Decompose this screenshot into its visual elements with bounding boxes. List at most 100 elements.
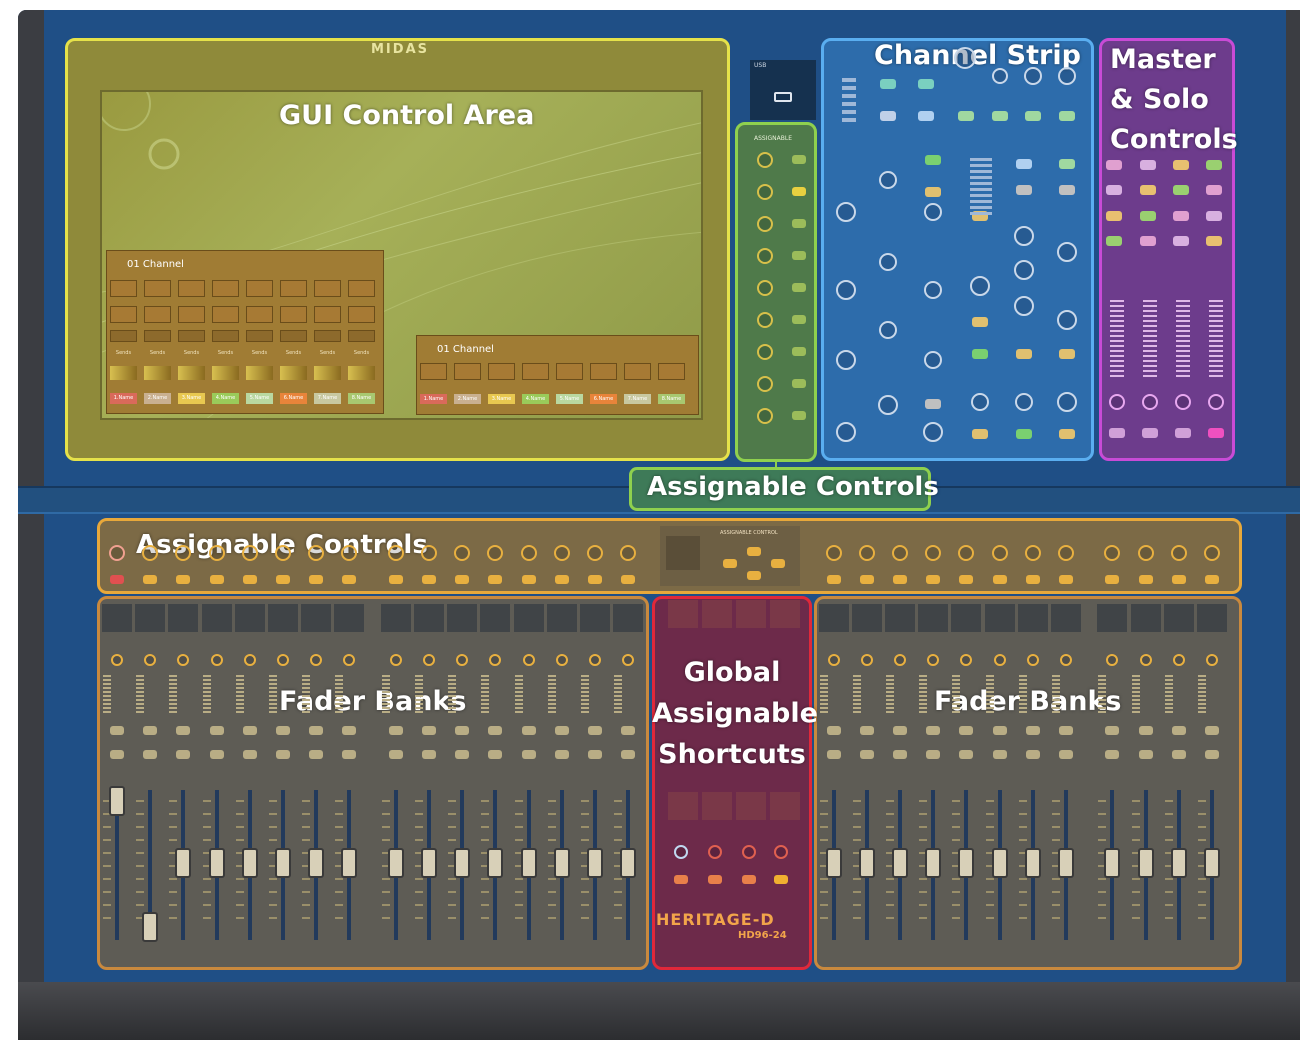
channel-fader[interactable] [421,848,437,878]
channel-strip-knob[interactable] [879,321,897,339]
master-solo-button[interactable] [1206,236,1222,246]
channel-pan-knob[interactable] [960,654,972,666]
assignable-row-knob[interactable] [388,545,404,561]
channel-fader[interactable] [1171,848,1187,878]
channel-fader[interactable] [554,848,570,878]
channel-strip-button[interactable] [972,211,988,221]
channel-strip-knob[interactable] [954,47,976,69]
channel-strip-knob[interactable] [878,395,898,415]
channel-name-chip[interactable]: 4.Name [212,393,239,404]
channel-solo-button[interactable] [522,750,536,759]
channel-name-chip[interactable]: 1.Name [420,394,447,404]
assignable-row-knob[interactable] [487,545,503,561]
shortcut-knob[interactable] [708,845,722,859]
channel-strip-knob[interactable] [1014,226,1034,246]
assignable-row-knob[interactable] [142,545,158,561]
assignable-row-button[interactable] [276,575,290,584]
channel-fader[interactable] [275,848,291,878]
channel-solo-button[interactable] [1105,750,1119,759]
channel-mute-button[interactable] [342,726,356,735]
overview-param-cell[interactable] [556,363,583,380]
assignable-row-button[interactable] [342,575,356,584]
channel-strip-button[interactable] [880,79,896,89]
channel-strip-knob[interactable] [1057,310,1077,330]
overview-param-cell[interactable] [178,280,205,297]
assignable-row-button[interactable] [827,575,841,584]
channel-pan-knob[interactable] [244,654,256,666]
master-solo-button[interactable] [1173,236,1189,246]
assignable-encoder-knob[interactable] [757,376,773,392]
assignable-row-button[interactable] [959,575,973,584]
assignable-row-button[interactable] [210,575,224,584]
assignable-row-knob[interactable] [308,545,324,561]
master-solo-button[interactable] [1206,160,1222,170]
channel-strip-knob[interactable] [1014,296,1034,316]
shortcut-button[interactable] [708,875,722,884]
channel-name-chip[interactable]: 5.Name [246,393,273,404]
channel-solo-button[interactable] [993,750,1007,759]
channel-mute-button[interactable] [243,726,257,735]
overview-param-cell[interactable] [624,363,651,380]
channel-strip-button[interactable] [880,111,896,121]
channel-strip-knob[interactable] [1057,242,1077,262]
master-solo-button[interactable] [1173,211,1189,221]
master-solo-button[interactable] [1173,185,1189,195]
channel-solo-button[interactable] [588,750,602,759]
assignable-row-button[interactable] [488,575,502,584]
channel-strip-button[interactable] [1016,429,1032,439]
channel-strip-knob[interactable] [1015,393,1033,411]
channel-name-chip[interactable]: 4.Name [522,394,549,404]
channel-pan-knob[interactable] [523,654,535,666]
channel-strip-button[interactable] [1059,185,1075,195]
channel-strip-button[interactable] [972,429,988,439]
master-solo-button[interactable] [1106,211,1122,221]
channel-fader[interactable] [925,848,941,878]
channel-fader[interactable] [826,848,842,878]
assignable-row-knob[interactable] [826,545,842,561]
channel-fader[interactable] [175,848,191,878]
channel-mute-button[interactable] [993,726,1007,735]
channel-mute-button[interactable] [959,726,973,735]
overview-param-cell[interactable] [488,363,515,380]
channel-mute-button[interactable] [176,726,190,735]
assignable-row-knob[interactable] [587,545,603,561]
assignable-encoder-knob[interactable] [757,280,773,296]
overview-param-cell[interactable] [246,280,273,297]
channel-pan-knob[interactable] [111,654,123,666]
assignable-control-nav-button[interactable] [747,571,761,580]
overview-param-cell[interactable] [314,306,341,323]
overview-param-cell[interactable] [144,280,171,297]
channel-strip-knob[interactable] [879,171,897,189]
master-level-button[interactable] [1208,428,1224,438]
channel-mute-button[interactable] [893,726,907,735]
channel-solo-button[interactable] [243,750,257,759]
shortcut-button[interactable] [742,875,756,884]
overview-param-cell[interactable] [212,280,239,297]
overview-param-cell[interactable] [212,306,239,323]
assignable-row-knob[interactable] [421,545,437,561]
shortcut-button[interactable] [774,875,788,884]
assignable-row-button[interactable] [893,575,907,584]
assignable-row-knob[interactable] [1171,545,1187,561]
assignable-encoder-knob[interactable] [757,248,773,264]
channel-strip-knob[interactable] [923,422,943,442]
channel-strip-knob[interactable] [970,276,990,296]
channel-mute-button[interactable] [276,726,290,735]
channel-fader[interactable] [487,848,503,878]
assignable-row-knob[interactable] [275,545,291,561]
channel-solo-button[interactable] [1172,750,1186,759]
channel-mute-button[interactable] [621,726,635,735]
overview-param-cell[interactable] [420,363,447,380]
channel-mute-button[interactable] [522,726,536,735]
master-level-button[interactable] [1175,428,1191,438]
assignable-encoder-knob[interactable] [757,152,773,168]
channel-mute-button[interactable] [1139,726,1153,735]
master-level-knob[interactable] [1175,394,1191,410]
channel-pan-knob[interactable] [390,654,402,666]
overview-param-cell[interactable] [314,280,341,297]
channel-pan-knob[interactable] [556,654,568,666]
assignable-row-button[interactable] [176,575,190,584]
assignable-row-button[interactable] [1059,575,1073,584]
channel-solo-button[interactable] [143,750,157,759]
overview-param-cell[interactable] [590,363,617,380]
